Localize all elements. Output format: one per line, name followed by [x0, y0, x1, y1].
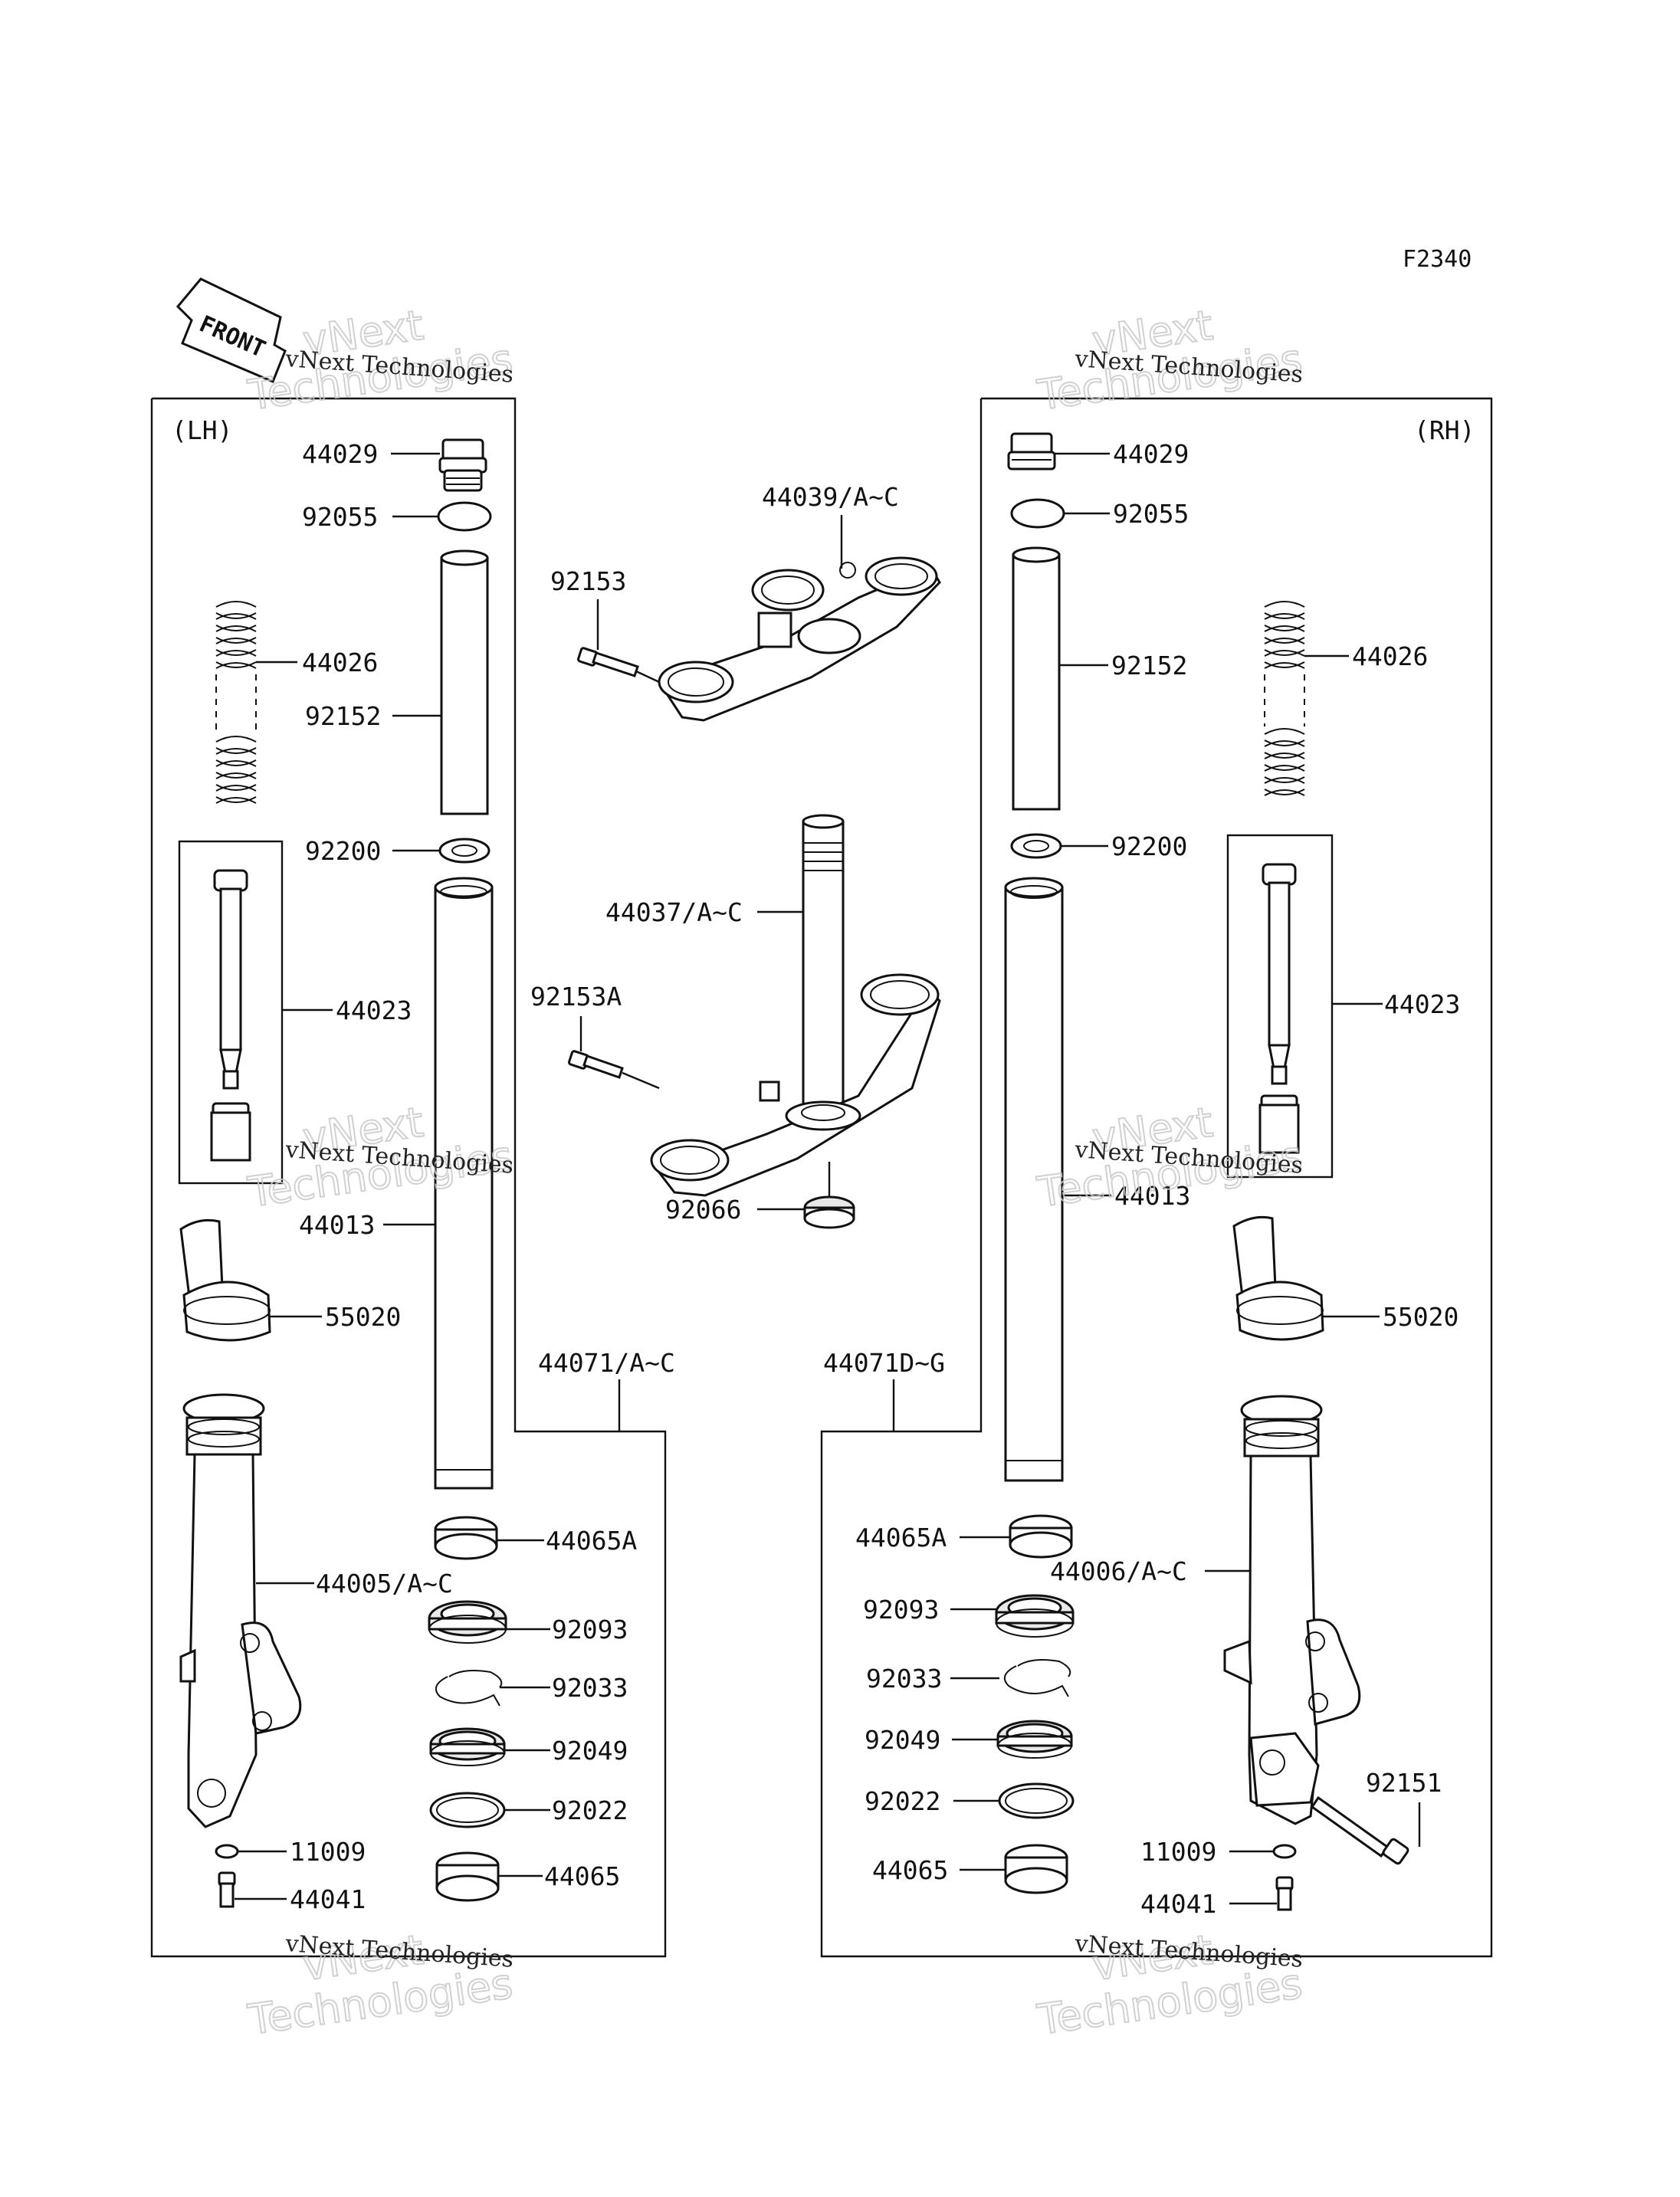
lh-oil-seal [429, 1727, 506, 1766]
lh-cartridge-box [178, 840, 284, 1185]
lh-callout-44005: 44005/A~C [316, 1569, 453, 1599]
center-callout-44037: 44037/A~C [605, 897, 743, 927]
rh-callout-44071: 44071D~G [823, 1348, 945, 1378]
rh-callout-44065: 44065 [872, 1855, 948, 1885]
upper-triple-clamp [657, 556, 941, 722]
rh-fork-spring [1264, 601, 1305, 796]
rh-outer-tube [1223, 1395, 1361, 1825]
lh-callout-55020: 55020 [325, 1302, 401, 1332]
rh-circlip [1003, 1659, 1071, 1697]
rh-dust-seal [995, 1594, 1075, 1638]
rh-callout-44065A: 44065A [855, 1523, 947, 1553]
lh-callout-44041: 44041 [290, 1884, 366, 1914]
rh-cartridge-box [1226, 834, 1334, 1179]
rh-callout-44013: 44013 [1114, 1181, 1190, 1211]
rh-callout-92200: 92200 [1111, 831, 1187, 861]
rh-fork-guard [1232, 1215, 1324, 1341]
rh-bushing-a [1009, 1514, 1073, 1559]
center-callout-92153A: 92153A [530, 982, 622, 1012]
lh-fork-spring [215, 601, 257, 804]
rh-inner-tube [1004, 877, 1064, 1482]
rh-callout-92055: 92055 [1113, 499, 1189, 529]
rh-callout-44029: 44029 [1113, 439, 1189, 469]
lh-callout-92152: 92152 [305, 701, 381, 731]
center-callout-44039: 44039/A~C [762, 482, 899, 512]
lh-fork-cap [438, 438, 487, 492]
watermark-bottom-right: vNext Technologies [1033, 1925, 1305, 2045]
lh-circlip [435, 1670, 503, 1707]
lh-callout-44029: 44029 [302, 439, 378, 469]
rh-callout-44023: 44023 [1384, 989, 1460, 1019]
rh-callout-11009: 11009 [1140, 1837, 1216, 1867]
lh-callout-92055: 92055 [302, 502, 378, 532]
rh-callout-92093: 92093 [863, 1595, 939, 1625]
rh-callout-44006: 44006/A~C [1050, 1556, 1187, 1586]
center-bolt-92153A [568, 1050, 624, 1079]
rh-callout-44041: 44041 [1140, 1889, 1216, 1919]
lh-callout-92093: 92093 [552, 1615, 628, 1644]
lh-callout-44065: 44065 [544, 1861, 620, 1891]
rh-bolt [1275, 1876, 1294, 1911]
rh-callout-92033: 92033 [866, 1664, 942, 1694]
lh-frame [150, 397, 667, 1958]
rh-callout-44026: 44026 [1352, 641, 1428, 671]
rh-axle-bolt [1310, 1795, 1409, 1865]
rh-callout-55020: 55020 [1383, 1302, 1459, 1332]
rh-cartridge [1258, 863, 1300, 1154]
lh-inner-tube [434, 877, 494, 1490]
rh-bushing [1004, 1844, 1068, 1894]
rh-callout-92022: 92022 [865, 1786, 940, 1816]
front-arrow-icon: FRONT [176, 277, 287, 383]
lh-callout-44071: 44071/A~C [538, 1348, 675, 1378]
figure-code: F2340 [1403, 246, 1472, 273]
rh-callout-92049: 92049 [865, 1725, 940, 1755]
lh-cartridge [210, 869, 251, 1162]
lh-washer [438, 838, 491, 864]
center-bolt-92153 [577, 647, 639, 677]
center-callout-92153: 92153 [550, 566, 626, 596]
lh-callout-11009: 11009 [290, 1837, 366, 1867]
lh-o-ring [437, 501, 492, 532]
lh-callout-44023: 44023 [336, 995, 412, 1025]
rh-washer [1010, 833, 1062, 859]
lh-bolt [218, 1871, 236, 1908]
lh-bushing-a [434, 1516, 498, 1560]
lh-callout-92200: 92200 [305, 836, 381, 866]
lh-gasket [215, 1844, 239, 1859]
lh-side-label: (LH) [172, 415, 232, 445]
lh-callout-92049: 92049 [552, 1736, 628, 1766]
lh-callout-44026: 44026 [302, 648, 378, 677]
lh-callout-44065A: 44065A [546, 1526, 637, 1556]
rh-frame [820, 397, 1493, 1958]
rh-gasket [1272, 1844, 1297, 1859]
lh-fork-guard [179, 1218, 271, 1342]
rh-o-ring [1010, 498, 1065, 529]
lh-bushing [435, 1851, 500, 1902]
lh-outer-tube [179, 1393, 302, 1828]
rh-oil-seal [996, 1720, 1073, 1759]
center-callout-92066: 92066 [665, 1195, 741, 1225]
rh-callout-92151: 92151 [1366, 1768, 1442, 1798]
lh-callout-92022: 92022 [552, 1795, 628, 1825]
stem-nut [803, 1195, 855, 1229]
rh-side-label: (RH) [1414, 415, 1475, 445]
rh-spacer-pipe [1012, 546, 1061, 811]
lh-callout-44013: 44013 [299, 1210, 375, 1240]
steering-stem [650, 814, 941, 1197]
lh-dust-seal [428, 1600, 507, 1644]
lh-spacer-pipe [440, 549, 489, 815]
rh-callout-92152: 92152 [1111, 651, 1187, 680]
lh-callout-92033: 92033 [552, 1673, 628, 1703]
watermark-bottom-left: vNext Technologies [244, 1925, 516, 2045]
rh-fork-cap [1007, 432, 1056, 471]
